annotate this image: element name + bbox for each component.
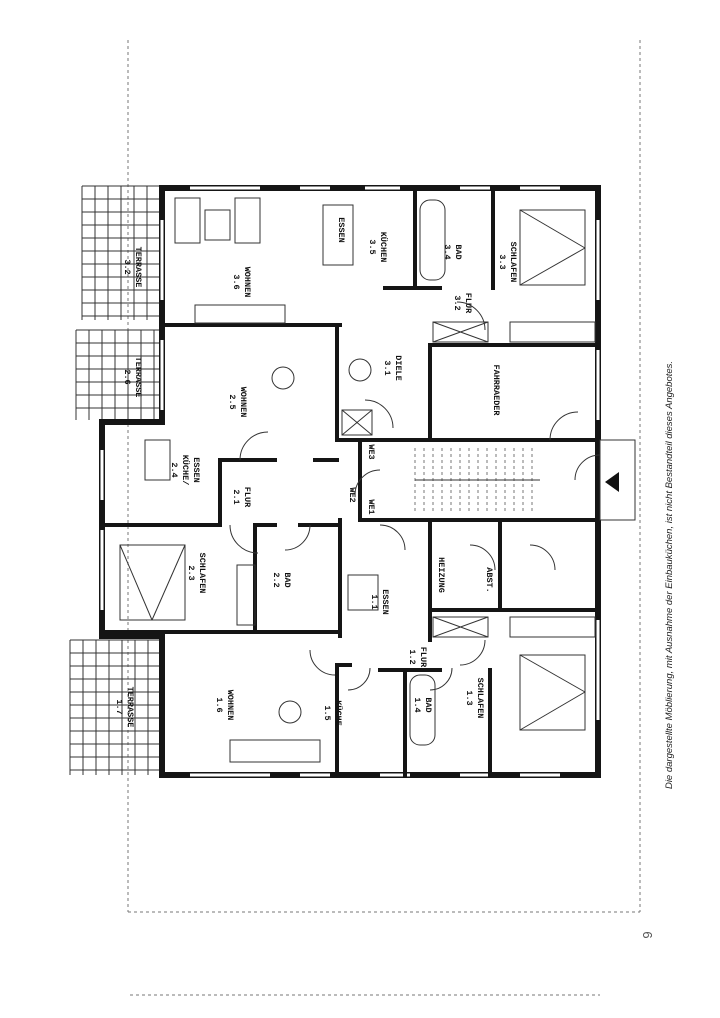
- room-label: BAD: [453, 244, 463, 259]
- room-number: 3.2: [122, 259, 132, 274]
- room-number: 3.2: [452, 295, 462, 310]
- room-number: 1.2: [407, 649, 417, 664]
- room-number: 1.1: [369, 594, 379, 609]
- room-label: SCHLAFEN: [197, 553, 207, 594]
- page-border: [127, 40, 641, 996]
- furnishing-disclaimer: Die dargestellte Möblierung, mit Ausnahm…: [664, 361, 675, 789]
- windows: [100, 186, 600, 777]
- room-label: SCHLAFEN: [508, 242, 518, 283]
- room-number: 2.6: [122, 369, 132, 384]
- outer-walls: [99, 185, 601, 778]
- room-label: HEIZUNG: [436, 557, 446, 593]
- room-number: 1.7: [114, 699, 124, 714]
- room-label: ABST.: [484, 567, 494, 593]
- unit-label: WE1: [366, 499, 376, 514]
- room-number: 2.1: [231, 489, 241, 504]
- room-number: 3.4: [442, 244, 452, 259]
- furniture: [119, 197, 596, 763]
- terrace-grids: [69, 185, 161, 775]
- room-label: WOHNEN: [238, 387, 248, 418]
- unit-label: WE3: [366, 444, 376, 459]
- room-label: TERRASSE: [133, 247, 143, 288]
- interior-walls: [100, 188, 600, 777]
- room-label: DIELE: [393, 355, 403, 381]
- room-label: BAD: [282, 572, 292, 587]
- room-label: KÜCHEN: [378, 232, 389, 263]
- door-swings: [229, 301, 601, 691]
- room-number: 1.6: [214, 697, 224, 712]
- room-number: 3.1: [382, 360, 392, 375]
- entrance-marker: [599, 439, 636, 521]
- unit-label: WE2: [347, 487, 357, 502]
- room-label: FLUR: [242, 487, 252, 508]
- room-label: WOHNEN: [242, 267, 252, 298]
- room-label: ESSEN: [380, 589, 390, 615]
- room-number: 1.5: [322, 705, 332, 720]
- room-label: FAHRRAEDER: [491, 364, 501, 416]
- staircase: [414, 448, 540, 512]
- room-number: 3.5: [367, 239, 377, 254]
- room-label: FLUR: [418, 647, 428, 668]
- room-label: ESSEN: [191, 457, 201, 483]
- room-label: WOHNEN: [225, 690, 235, 721]
- room-label: BAD: [423, 697, 433, 712]
- room-number: 2.4: [169, 462, 179, 477]
- room-label: SCHLAFEN: [475, 678, 485, 719]
- room-label: ESSEN: [336, 217, 346, 243]
- room-number: 1.4: [412, 697, 422, 712]
- room-number: 3.3: [497, 254, 507, 269]
- room-number: 2.3: [186, 565, 196, 580]
- room-number: 2.5: [227, 394, 237, 409]
- room-number: 2.2: [271, 572, 281, 587]
- room-label: KÜCHE: [333, 700, 344, 726]
- room-number: 1.3: [464, 690, 474, 705]
- room-label: KÜCHE/: [180, 455, 191, 486]
- room-label: FLUR: [463, 293, 473, 314]
- room-number: 3.6: [231, 274, 241, 289]
- entrance-arrow-icon: [605, 472, 619, 492]
- page-number: 9: [640, 931, 655, 938]
- room-label: TERRASSE: [125, 687, 135, 728]
- room-label: TERRASSE: [133, 357, 143, 398]
